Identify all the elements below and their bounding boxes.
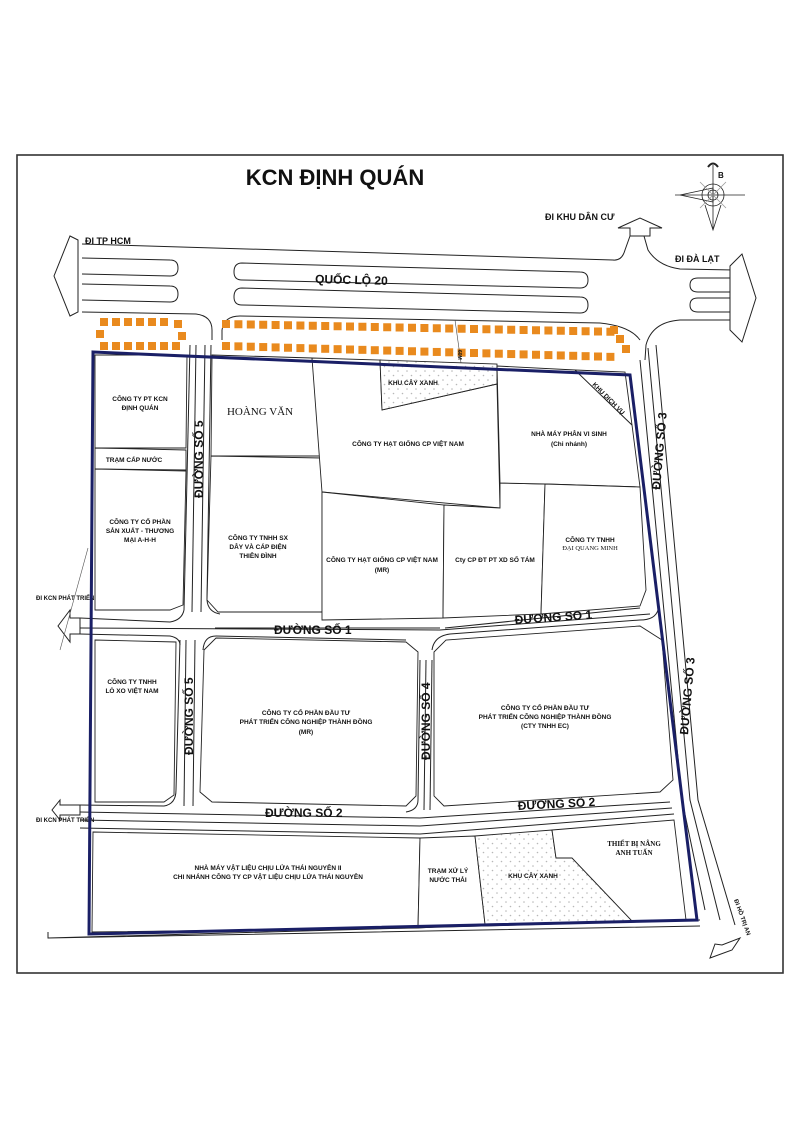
lot-thien-dinh[interactable] — [206, 455, 323, 613]
road-label-ql20: QUỐC LỘ 20 — [315, 271, 388, 288]
lot-label: THIẾT BỊ NÂNG — [607, 840, 661, 848]
road-label-so2: ĐƯỜNG SỐ 2 — [265, 805, 343, 820]
road-label-so3-south: ĐƯỜNG SỐ 3 — [676, 656, 698, 735]
lot-label: MẠI A-H-H — [124, 537, 156, 544]
lot-label: CÔNG TY TNHH — [565, 535, 615, 544]
arrow-to-hcm-icon — [53, 235, 79, 317]
lot-label: CÔNG TY HẠT GIỐNG CP VIỆT NAM — [352, 438, 464, 448]
lot-label: LÒ XO VIỆT NAM — [105, 686, 158, 695]
lots — [91, 354, 687, 933]
arrow-to-residential-icon — [617, 217, 663, 237]
park-boundary — [87, 350, 699, 936]
arrow-to-kcn-phat-trien-1-icon — [57, 608, 81, 644]
lot-label: SẢN XUẤT - THƯƠNG — [106, 525, 174, 535]
lot-dai-quang-minh[interactable] — [540, 483, 647, 615]
compass-rose-icon — [675, 162, 745, 232]
lot-lo-xo[interactable] — [94, 639, 177, 803]
lot-thanh-dong-ec[interactable] — [433, 625, 674, 807]
parking-strip-east — [222, 320, 630, 361]
lot-label: HOÀNG VĂN — [227, 406, 293, 418]
lot-label: TRẠM CẤP NƯỚC — [106, 454, 163, 464]
lot-label: NƯỚC THẢI — [429, 875, 466, 884]
lot-label: CÔNG TY CỔ PHẦN ĐẦU TƯ — [262, 707, 351, 717]
road-duong-so-1 — [79, 607, 659, 651]
lot-label: Cty CP ĐT PT XD SỐ TÁM — [455, 554, 535, 564]
lot-label: DÂY VÀ CÁP ĐIỆN — [229, 542, 286, 551]
direction-label-hcm: ĐI TP HCM — [85, 236, 131, 246]
lot-label: PHÁT TRIỂN CÔNG NGHIỆP THÀNH ĐỒNG — [240, 716, 373, 726]
lot-ahh[interactable] — [94, 468, 187, 611]
road-label-so1: ĐƯỜNG SỐ 1 — [274, 622, 352, 637]
arrow-to-tri-an-icon — [709, 936, 742, 959]
lot-tram-cap-nuoc[interactable] — [94, 447, 187, 471]
lot-label: ANH TUẤN — [615, 849, 652, 857]
lot-label: CÔNG TY CỔ PHẦN ĐẦU TƯ — [501, 702, 590, 712]
compass-north-label: B — [718, 171, 724, 180]
lot-label: THIÊN ĐÌNH — [239, 551, 277, 560]
lot-label: ĐỊNH QUÁN — [122, 403, 159, 412]
road-label-so4: ĐƯỜNG SỐ 4 — [418, 682, 433, 760]
lot-label: CÔNG TY TNHH — [107, 677, 157, 686]
lot-label: (CTY TNHH EC) — [521, 723, 569, 730]
lot-thai-nguyen[interactable] — [91, 831, 421, 933]
road-label-so3-north: ĐƯỜNG SỐ 3 — [648, 411, 670, 490]
road-duong-so-2 — [79, 801, 675, 835]
lot-label: NHÀ MÁY PHÂN VI SINH — [531, 429, 607, 438]
lot-label: CÔNG TY TNHH SX — [228, 533, 288, 542]
map-title: KCN ĐỊNH QUÁN — [246, 165, 424, 190]
lot-label: KHU CÂY XANH — [508, 871, 558, 880]
lot-thanh-dong-mr[interactable] — [199, 637, 419, 807]
direction-label-da-lat: ĐI ĐÀ LẠT — [675, 254, 720, 264]
direction-label-residential: ĐI KHU DÂN CƯ — [545, 211, 615, 222]
road-label-so5-south: ĐƯỜNG SỐ 5 — [181, 677, 196, 755]
lot-label: NHÀ MÁY VẬT LIỆU CHỊU LỬA THÁI NGUYÊN II — [195, 863, 342, 872]
lot-label: CHI NHÁNH CÔNG TY CP VẬT LIỆU CHỊU LỬA T… — [173, 872, 363, 881]
road-label-so5-north: ĐƯỜNG SỐ 5 — [191, 420, 206, 498]
road-width-note: 60M — [456, 350, 462, 360]
lot-label: CÔNG TY HẠT GIỐNG CP VIỆT NAM — [326, 554, 438, 564]
lot-label: CÔNG TY PT KCN — [112, 394, 168, 403]
lot-khu-dich-vu[interactable] — [573, 369, 633, 427]
lot-label: TRẠM XỬ LÝ — [428, 866, 469, 875]
lot-label: CÔNG TY CỔ PHẦN — [109, 516, 171, 526]
road-duong-so-4 — [405, 659, 433, 813]
lot-label: (Chi nhánh) — [551, 441, 587, 448]
lot-label: PHÁT TRIỂN CÔNG NGHIỆP THÀNH ĐỒNG — [479, 711, 612, 721]
road-duong-so-5 — [79, 344, 407, 807]
arrow-to-kcn-phat-trien-2-icon — [51, 798, 81, 822]
arrow-to-da-lat-icon — [729, 253, 757, 343]
direction-label-kcn-phat-trien-1: ĐI KCN PHÁT TRIỂN — [36, 595, 94, 602]
lot-label: ĐẠI QUANG MINH — [562, 545, 618, 552]
lot-label: KHU CÂY XANH — [388, 378, 438, 387]
lot-hat-giong-mr[interactable] — [321, 491, 445, 621]
lot-label: (MR) — [299, 729, 313, 736]
lot-label: (MR) — [375, 567, 389, 574]
lot-khu-cay-xanh-north[interactable] — [379, 359, 498, 411]
direction-label-kcn-phat-trien-2: ĐI KCN PHÁT TRIỂN — [36, 817, 94, 824]
parking-strip-west — [96, 318, 186, 350]
